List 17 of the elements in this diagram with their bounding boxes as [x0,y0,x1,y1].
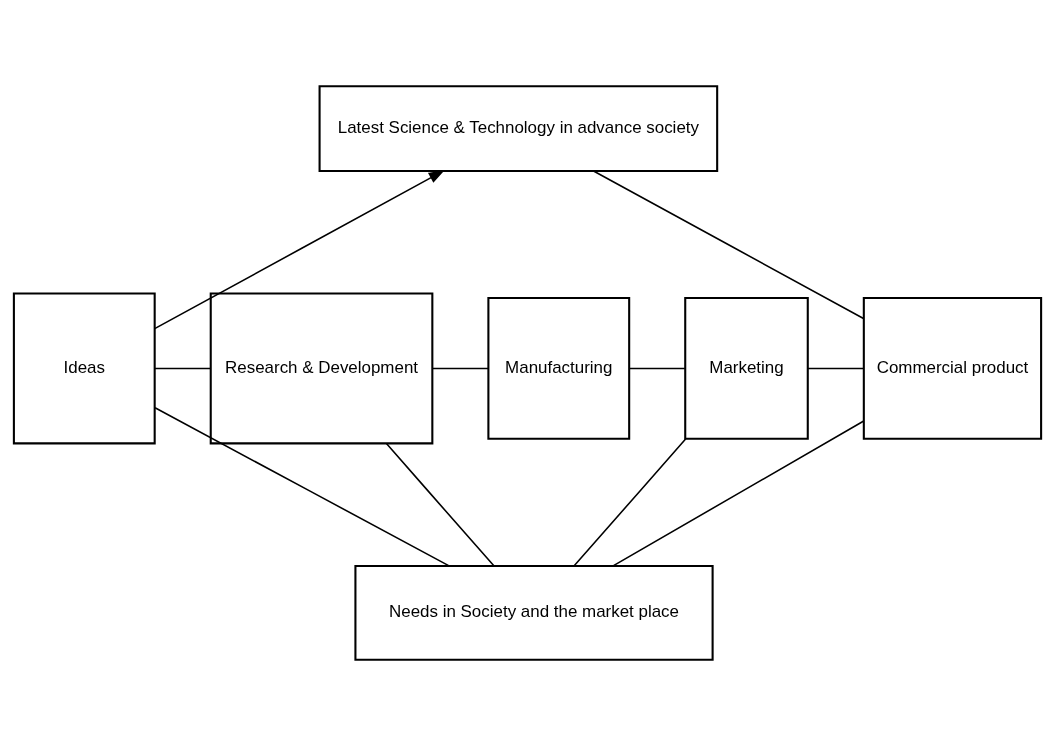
connector [628,367,686,369]
node-box: Latest Science & Technology in advance society [318,84,719,172]
node-box: Marketing [684,296,809,440]
node-box: Ideas [12,291,156,444]
connector [153,367,211,369]
connector [431,367,490,369]
node-box: Needs in Society and the market place [354,564,714,661]
connector [573,437,687,566]
connector [154,406,450,567]
connector [807,367,865,369]
node-box: Manufacturing [487,296,631,440]
node-box: Research & Development [209,291,434,444]
node-box: Commercial product [862,296,1043,440]
arrow [153,169,445,329]
connector [612,419,865,567]
connector [385,442,495,567]
connector [593,169,865,319]
